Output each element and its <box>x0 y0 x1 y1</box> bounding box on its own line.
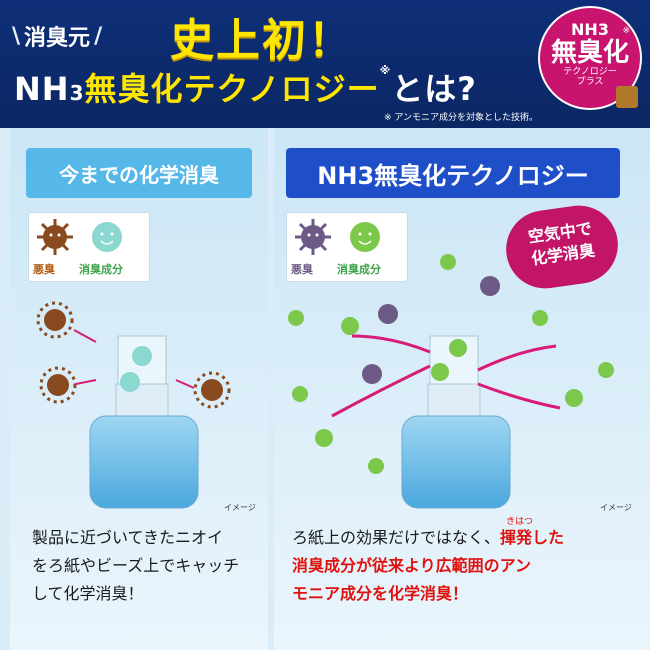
left-description: 製品に近づいてきたニオイ をろ紙やビーズ上でキャッチ して化学消臭！ <box>32 524 239 608</box>
headline-main: 無臭化テクノロジー <box>84 70 380 108</box>
deodorant-green-group <box>288 254 614 474</box>
right-legend: 悪臭 消臭成分 <box>286 212 408 282</box>
odor-brown-icon <box>37 219 73 255</box>
deodorant-cyan-icon <box>92 222 122 252</box>
left-legend-good-label: 消臭成分 <box>79 263 123 276</box>
left-legend: 悪臭 消臭成分 <box>28 212 150 282</box>
right-description: ろ紙上の効果だけではなく、揮発した 消臭成分が従来より広範囲のアン モニア成分を… <box>292 524 564 608</box>
ruby-kihatsu: きはつ <box>506 517 534 527</box>
right-desc-line-3: モニア成分を化学消臭！ <box>292 584 469 603</box>
slash-decoration-left: \ <box>12 23 21 49</box>
right-bottle-icon <box>401 335 511 509</box>
badge-sub2: プラス <box>576 77 604 87</box>
badge-mark: ※ <box>622 26 630 36</box>
left-panel-title: 今までの化学消臭 <box>26 148 252 198</box>
right-image-note: イメージ <box>600 503 632 512</box>
odor-brown-icon <box>193 371 231 409</box>
odor-brown-icon <box>39 366 77 404</box>
deodorant-cyan-icon <box>120 372 140 392</box>
headline: NH3無臭化テクノロジー※とは? <box>14 64 477 110</box>
headline-mark: ※ <box>379 64 392 77</box>
left-desc-line-3: して化学消臭！ <box>32 584 144 603</box>
right-panel-title: NH3無臭化テクノロジー <box>286 148 620 198</box>
odor-purple-group <box>362 276 500 384</box>
deodorant-cyan-icon <box>132 346 152 366</box>
right-desc-line-2: 消臭成分が従来より広範囲のアン <box>292 556 532 575</box>
brand-line: \ 消臭元 / <box>8 20 106 52</box>
left-bottle-icon <box>89 335 199 509</box>
left-legend-icons <box>37 219 122 255</box>
left-desc-line-1: 製品に近づいてきたニオイ <box>32 528 224 547</box>
right-legend-good-label: 消臭成分 <box>337 263 381 276</box>
headline-nh: NH <box>14 70 70 108</box>
header-banner: \ 消臭元 / 史上初！ NH3無臭化テクノロジー※とは? ※ アンモニア成分を… <box>0 0 650 128</box>
brand-name: 消臭元 <box>24 26 91 51</box>
right-desc-line-1-red: 揮発した <box>500 528 565 547</box>
first-ever-title: 史上初！ <box>170 15 354 66</box>
treasure-box-icon <box>616 86 638 108</box>
odor-purple-icon <box>295 219 331 255</box>
left-image-note: イメージ <box>224 503 256 512</box>
headline-subscript: 3 <box>69 81 85 105</box>
headline-suffix: とは? <box>391 70 477 108</box>
badge-top: NH3 <box>571 20 609 39</box>
right-legend-bad-label: 悪臭 <box>291 263 313 276</box>
footnote: ※ アンモニア成分を対象とした技術。 <box>384 113 539 123</box>
left-legend-bad-label: 悪臭 <box>33 263 55 276</box>
right-desc-line-1-plain: ろ紙上の効果だけではなく、 <box>292 528 501 547</box>
badge-sub1: テクノロジー <box>563 67 617 77</box>
slash-decoration-right: / <box>94 23 103 49</box>
right-desc-line-1: ろ紙上の効果だけではなく、揮発した <box>292 524 564 552</box>
odor-brown-icon <box>36 301 74 339</box>
deodorant-green-icon <box>350 222 380 252</box>
left-desc-line-2: をろ紙やビーズ上でキャッチ <box>32 556 240 575</box>
badge-main: 無臭化 <box>550 38 629 68</box>
right-arrows <box>331 334 561 418</box>
right-legend-icons <box>295 219 380 255</box>
technology-badge: ※ NH3 無臭化 テクノロジー プラス <box>538 6 642 110</box>
left-arrows <box>73 329 195 389</box>
